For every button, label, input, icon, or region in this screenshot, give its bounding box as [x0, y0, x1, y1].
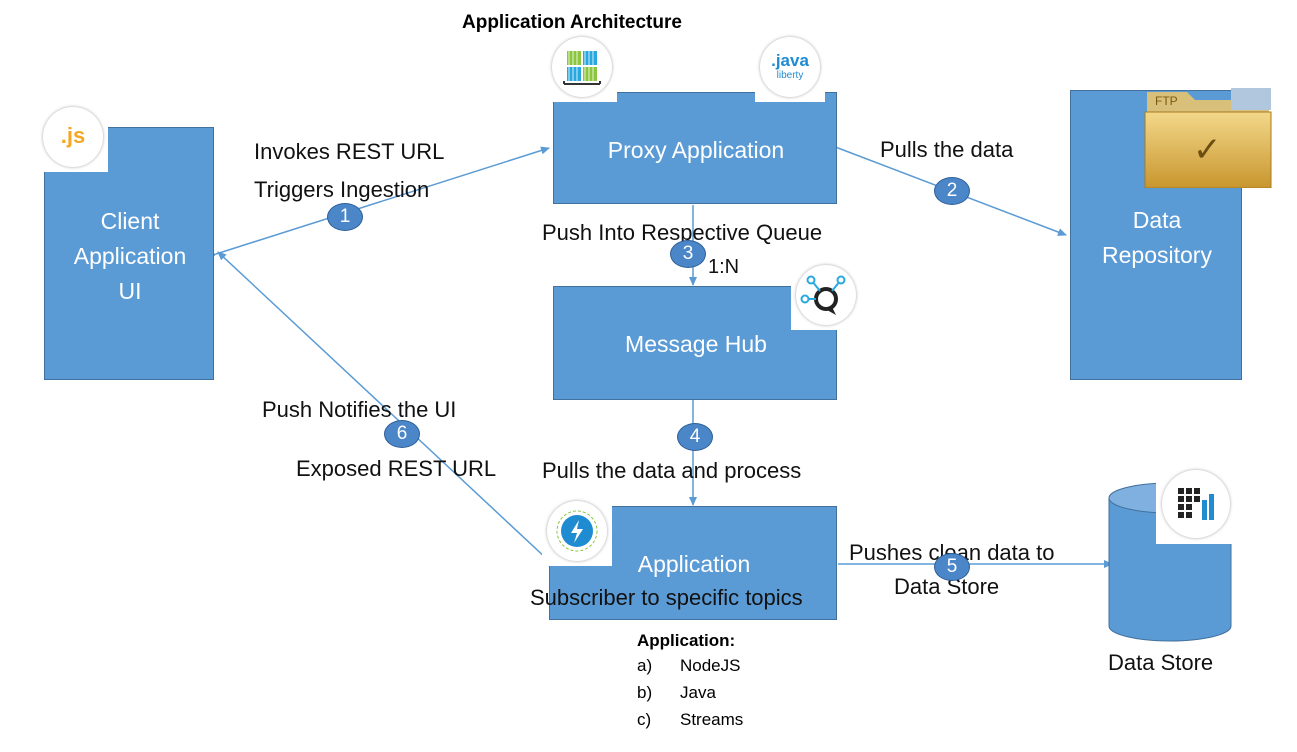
- edge-1-label-2: Triggers Ingestion: [254, 177, 430, 202]
- edge-5-badge: 5: [934, 553, 970, 581]
- app-note-marker-c: c): [637, 710, 652, 729]
- client-label-line-3: UI: [118, 278, 142, 304]
- edge-4-label: Pulls the data and process: [542, 458, 802, 483]
- client-label-line-2: Application: [73, 243, 187, 269]
- client-label-line-1: Client: [100, 208, 160, 234]
- app-note-item-c: Streams: [680, 710, 744, 729]
- edge-3-cardinality: 1:N: [708, 256, 740, 278]
- app-note-marker-b: b): [637, 683, 653, 702]
- liberty-icon-text: liberty: [776, 70, 804, 81]
- nodejs-icon: .js: [38, 102, 108, 172]
- diagram-title: Application Architecture: [462, 12, 682, 33]
- java-icon-text: .java: [771, 51, 809, 70]
- edge-2-label: Pulls the data: [880, 137, 1014, 162]
- app-note-item-b: Java: [680, 683, 716, 702]
- message-hub-node: Message Hub: [553, 286, 837, 400]
- nodejs-icon-text: .js: [60, 123, 86, 148]
- app-note-marker-a: a): [637, 656, 653, 675]
- proxy-application-node: Proxy Application: [553, 92, 837, 204]
- ftp-folder-icon-text: FTP: [1155, 94, 1178, 108]
- edge-6-arrow: [217, 251, 549, 561]
- edge-1-label-1: Invokes REST URL: [254, 139, 445, 164]
- application-label: Application: [637, 551, 751, 577]
- ftp-folder-checkmark: ✓: [1193, 131, 1222, 169]
- proxy-label: Proxy Application: [607, 137, 785, 163]
- containers-icon: [547, 32, 617, 102]
- edge-6-badge: 6: [384, 420, 420, 448]
- analytics-icon: [1156, 464, 1236, 544]
- lightning-icon: [542, 496, 612, 566]
- app-note-item-a: NodeJS: [680, 656, 741, 675]
- repository-label-line-1: Data: [1132, 207, 1182, 233]
- edge-6-label-2: Exposed REST URL: [296, 456, 497, 481]
- message-hub-label: Message Hub: [625, 331, 767, 357]
- edge-1-arrow: [207, 146, 550, 261]
- repository-label-line-2: Repository: [1102, 242, 1212, 268]
- application-subtitle: Subscriber to specific topics: [530, 585, 803, 610]
- edge-1-badge: 1: [327, 203, 363, 231]
- edge-3-badge: 3: [670, 240, 706, 268]
- java-liberty-icon: .java liberty: [755, 32, 825, 102]
- edge-2-badge: 2: [934, 177, 970, 205]
- message-hub-icon: [791, 260, 861, 330]
- edge-4-badge: 4: [677, 423, 713, 451]
- ftp-folder-icon: FTP ✓: [1143, 84, 1273, 188]
- app-note-heading: Application:: [637, 631, 736, 650]
- data-store-label: Data Store: [1108, 650, 1214, 675]
- edge-6-label-1: Push Notifies the UI: [262, 397, 457, 422]
